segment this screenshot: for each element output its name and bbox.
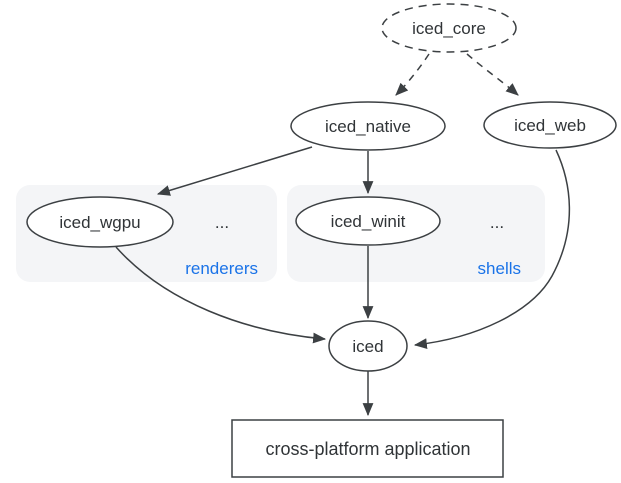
iced-wgpu-ellipse <box>26 196 174 248</box>
node-application: cross-platform application <box>231 419 504 478</box>
edge-iced-native-to-iced-wgpu <box>156 146 313 196</box>
iced-web-label: iced_web <box>514 116 586 135</box>
iced-label: iced <box>352 337 383 356</box>
node-iced-web: iced_web <box>483 101 617 149</box>
renderers-ellipsis: ... <box>215 213 229 232</box>
edge-iced-core-to-iced-web <box>466 53 519 96</box>
shells-ellipsis: ... <box>490 213 504 232</box>
shells-group-label: shells <box>478 259 521 278</box>
edge-iced-web-to-iced <box>413 149 571 350</box>
application-label: cross-platform application <box>265 439 470 459</box>
node-iced: iced <box>328 320 408 372</box>
iced-native-ellipse <box>290 101 446 151</box>
application-rect <box>231 419 504 478</box>
node-iced-wgpu: iced_wgpu <box>26 196 174 248</box>
renderers-group-label: renderers <box>185 259 258 278</box>
iced-winit-ellipse <box>295 196 441 246</box>
iced-winit-label: iced_winit <box>331 212 406 231</box>
iced-core-ellipse <box>381 3 517 53</box>
node-iced-native: iced_native <box>290 101 446 151</box>
iced-native-label: iced_native <box>325 117 411 136</box>
node-iced-winit: iced_winit <box>295 196 441 246</box>
iced-core-label: iced_core <box>412 19 486 38</box>
iced-web-ellipse <box>483 101 617 149</box>
node-iced-core: iced_core <box>381 3 517 53</box>
iced-ellipse <box>328 320 408 372</box>
edge-iced-core-to-iced-native <box>395 53 430 96</box>
iced-wgpu-label: iced_wgpu <box>59 213 140 232</box>
edge-iced-wgpu-to-iced <box>115 246 327 344</box>
